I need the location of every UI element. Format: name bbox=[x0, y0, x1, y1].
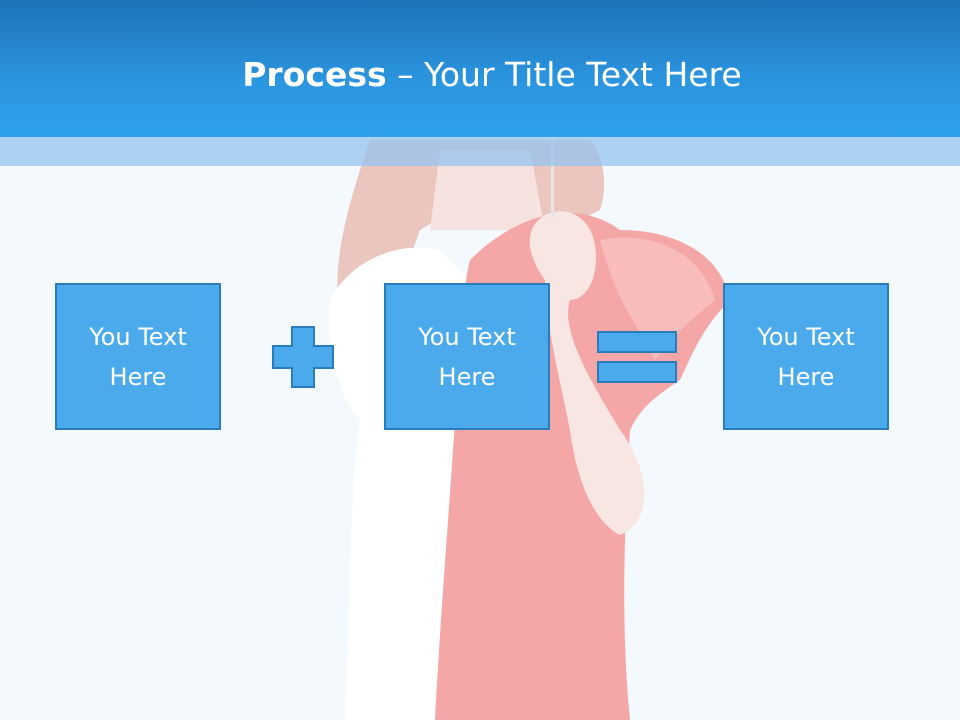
process-box-1-text: You Text Here bbox=[68, 317, 208, 397]
process-box-1-line-1: You Text bbox=[89, 322, 187, 351]
title-band bbox=[0, 137, 960, 166]
process-box-2[interactable]: You Text Here bbox=[384, 283, 550, 430]
process-box-1[interactable]: You Text Here bbox=[55, 283, 221, 430]
slide-title-rest: – Your Title Text Here bbox=[386, 55, 742, 94]
process-box-1-line-2: Here bbox=[109, 362, 167, 391]
process-box-3-line-1: You Text bbox=[757, 322, 855, 351]
slide-title-bold: Process bbox=[242, 55, 387, 94]
process-box-3-text: You Text Here bbox=[736, 317, 876, 397]
process-box-3[interactable]: You Text Here bbox=[723, 283, 889, 430]
process-box-2-line-2: Here bbox=[438, 362, 496, 391]
process-box-2-text: You Text Here bbox=[397, 317, 537, 397]
equals-icon bbox=[597, 331, 677, 383]
process-box-3-line-2: Here bbox=[777, 362, 835, 391]
title-bar bbox=[0, 0, 960, 137]
process-box-2-line-1: You Text bbox=[418, 322, 516, 351]
plus-icon bbox=[272, 326, 334, 388]
slide-title: Process – Your Title Text Here bbox=[0, 54, 960, 96]
